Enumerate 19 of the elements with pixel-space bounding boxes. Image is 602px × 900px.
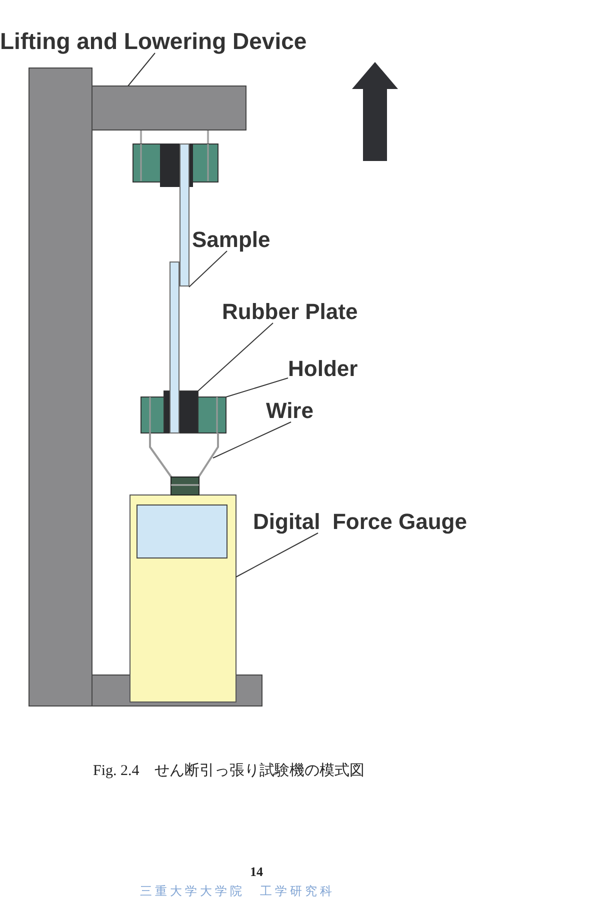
page-number: 14 xyxy=(250,865,263,878)
leader-line xyxy=(212,422,292,458)
leader-line xyxy=(236,532,318,578)
part-label: Lifting and Lowering Device xyxy=(0,30,307,53)
force-gauge xyxy=(130,494,236,702)
leader-line xyxy=(226,378,288,398)
part-label: Wire xyxy=(266,400,314,422)
sample-strip xyxy=(170,144,190,434)
page-footer: 三重大学大学院 工学研究科 xyxy=(140,885,335,897)
part-label: Holder xyxy=(288,358,358,380)
leader-line xyxy=(198,322,274,392)
wire xyxy=(149,433,219,479)
leader-line xyxy=(188,250,228,288)
leader-line xyxy=(128,52,156,86)
part-label: Digital Force Gauge xyxy=(253,511,467,533)
figure-caption: Fig. 2.4 せん断引っ張り試験機の模式図 xyxy=(93,764,364,779)
crossbar xyxy=(92,86,246,130)
part-label: Rubber Plate xyxy=(222,301,358,323)
part-label: Sample xyxy=(192,229,270,251)
